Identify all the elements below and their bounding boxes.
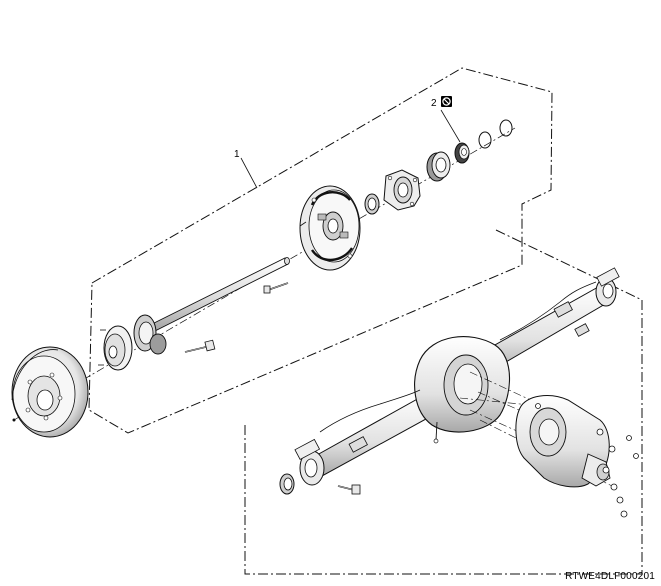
group-boundary-upper xyxy=(88,67,553,434)
callout-1-label: 1 xyxy=(234,149,240,160)
oil-seal xyxy=(364,193,380,215)
bearing-retainer xyxy=(383,169,421,211)
axle-shaft xyxy=(98,257,290,371)
differential-carrier xyxy=(515,395,611,488)
wheel-bearing xyxy=(426,151,451,182)
callout-2-label: 2 xyxy=(431,98,437,109)
axle-housing xyxy=(294,267,620,486)
callout-1-leader xyxy=(240,157,258,189)
bolt-shaft xyxy=(184,339,216,353)
brake-backing-plate xyxy=(299,185,361,271)
housing-end-seal xyxy=(279,473,295,495)
snap-rings xyxy=(478,119,513,149)
group-boundary-lower xyxy=(244,229,643,575)
housing-end-bolt xyxy=(337,484,361,495)
differential-nuts xyxy=(535,403,639,518)
callout-2-leader xyxy=(440,109,461,143)
prohibited-reuse-icon xyxy=(441,96,452,107)
brake-drum xyxy=(11,346,89,438)
part-2-lock-ring xyxy=(454,142,470,164)
reference-code: RTWE4DLF000201 xyxy=(565,571,655,582)
bolt-backing-plate xyxy=(263,282,289,294)
